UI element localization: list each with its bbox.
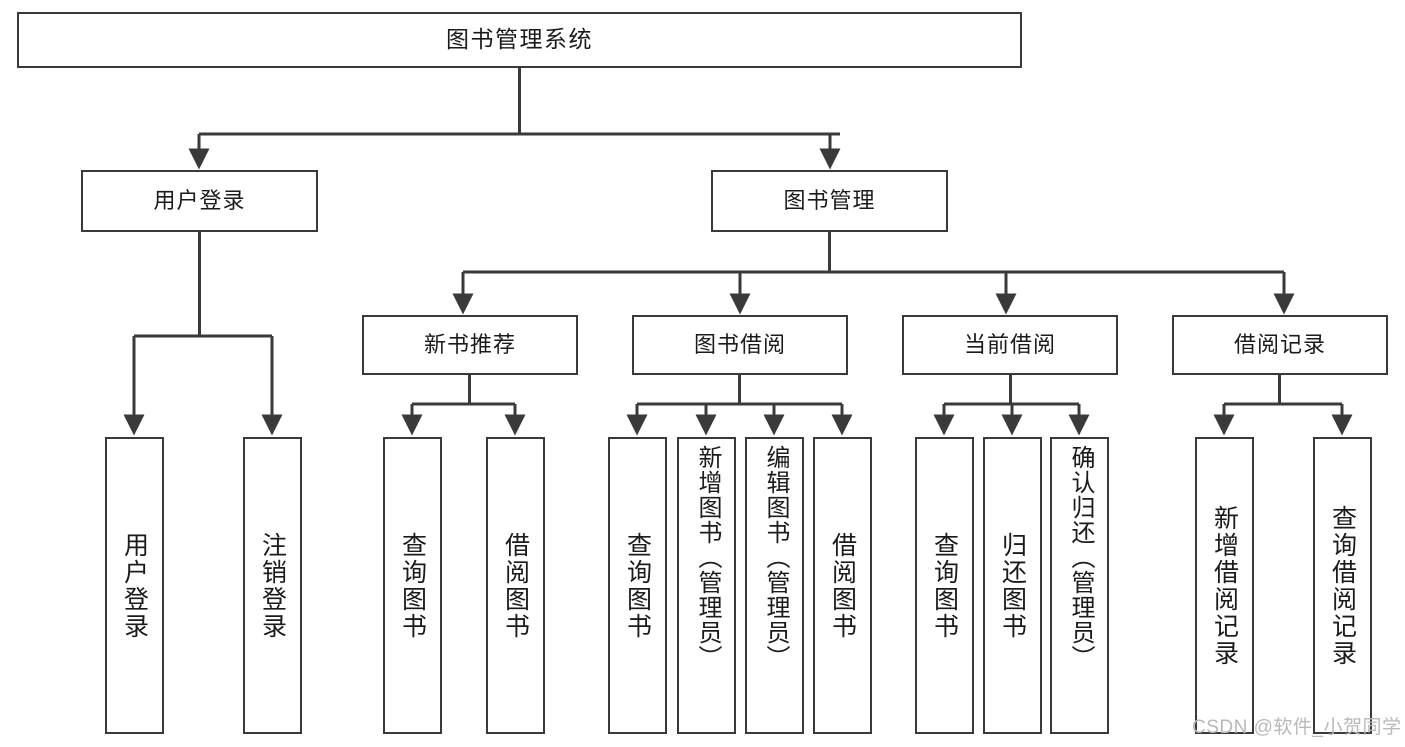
leaf-add-record[interactable]: 新增借阅记录 (1195, 437, 1254, 734)
leaf-user-login-label: 用户登录 (120, 531, 149, 640)
leaf-confirm-return[interactable]: 确认归还（管理员） (1050, 437, 1109, 734)
leaf-borrow-book-2[interactable]: 借阅图书 (813, 437, 872, 734)
leaf-return-book[interactable]: 归还图书 (983, 437, 1042, 734)
leaf-logout[interactable]: 注销登录 (243, 437, 302, 734)
leaf-add-record-label: 新增借阅记录 (1210, 504, 1239, 667)
leaf-edit-book-label: 编辑图书（管理员） (761, 445, 789, 670)
leaf-borrow-book-1[interactable]: 借阅图书 (486, 437, 545, 734)
leaf-query-record[interactable]: 查询借阅记录 (1313, 437, 1372, 734)
leaf-query-book-2[interactable]: 查询图书 (608, 437, 667, 734)
node-book-borrow[interactable]: 图书借阅 (632, 315, 848, 375)
leaf-logout-label: 注销登录 (258, 531, 287, 640)
node-current-borrow[interactable]: 当前借阅 (902, 315, 1118, 375)
node-user-login-label: 用户登录 (153, 187, 246, 213)
node-new-book-recommend[interactable]: 新书推荐 (362, 315, 578, 375)
node-root[interactable]: 图书管理系统 (17, 12, 1022, 68)
leaf-edit-book[interactable]: 编辑图书（管理员） (745, 437, 804, 734)
leaf-borrow-book-2-label: 借阅图书 (828, 531, 857, 640)
node-borrow-record[interactable]: 借阅记录 (1172, 315, 1388, 375)
leaf-confirm-return-label: 确认归还（管理员） (1066, 445, 1094, 670)
leaf-return-book-label: 归还图书 (998, 531, 1027, 640)
node-book-borrow-label: 图书借阅 (693, 331, 786, 357)
leaf-query-record-label: 查询借阅记录 (1328, 504, 1357, 667)
leaf-borrow-book-1-label: 借阅图书 (501, 531, 530, 640)
node-current-borrow-label: 当前借阅 (963, 331, 1056, 357)
leaf-query-book-2-label: 查询图书 (623, 531, 652, 640)
leaf-add-book-label: 新增图书（管理员） (693, 445, 721, 670)
node-book-management-label: 图书管理 (783, 187, 876, 213)
leaf-add-book[interactable]: 新增图书（管理员） (677, 437, 736, 734)
node-user-login[interactable]: 用户登录 (81, 170, 318, 232)
node-root-label: 图书管理系统 (446, 26, 593, 53)
leaf-query-book-3[interactable]: 查询图书 (915, 437, 974, 734)
leaf-user-login[interactable]: 用户登录 (105, 437, 164, 734)
node-new-book-recommend-label: 新书推荐 (423, 331, 516, 357)
node-book-management[interactable]: 图书管理 (711, 170, 948, 232)
leaf-query-book-1-label: 查询图书 (398, 531, 427, 640)
csdn-watermark: CSDN @软件_小贺同学 (1192, 717, 1402, 738)
leaf-query-book-3-label: 查询图书 (930, 531, 959, 640)
leaf-query-book-1[interactable]: 查询图书 (383, 437, 442, 734)
node-borrow-record-label: 借阅记录 (1233, 331, 1326, 357)
